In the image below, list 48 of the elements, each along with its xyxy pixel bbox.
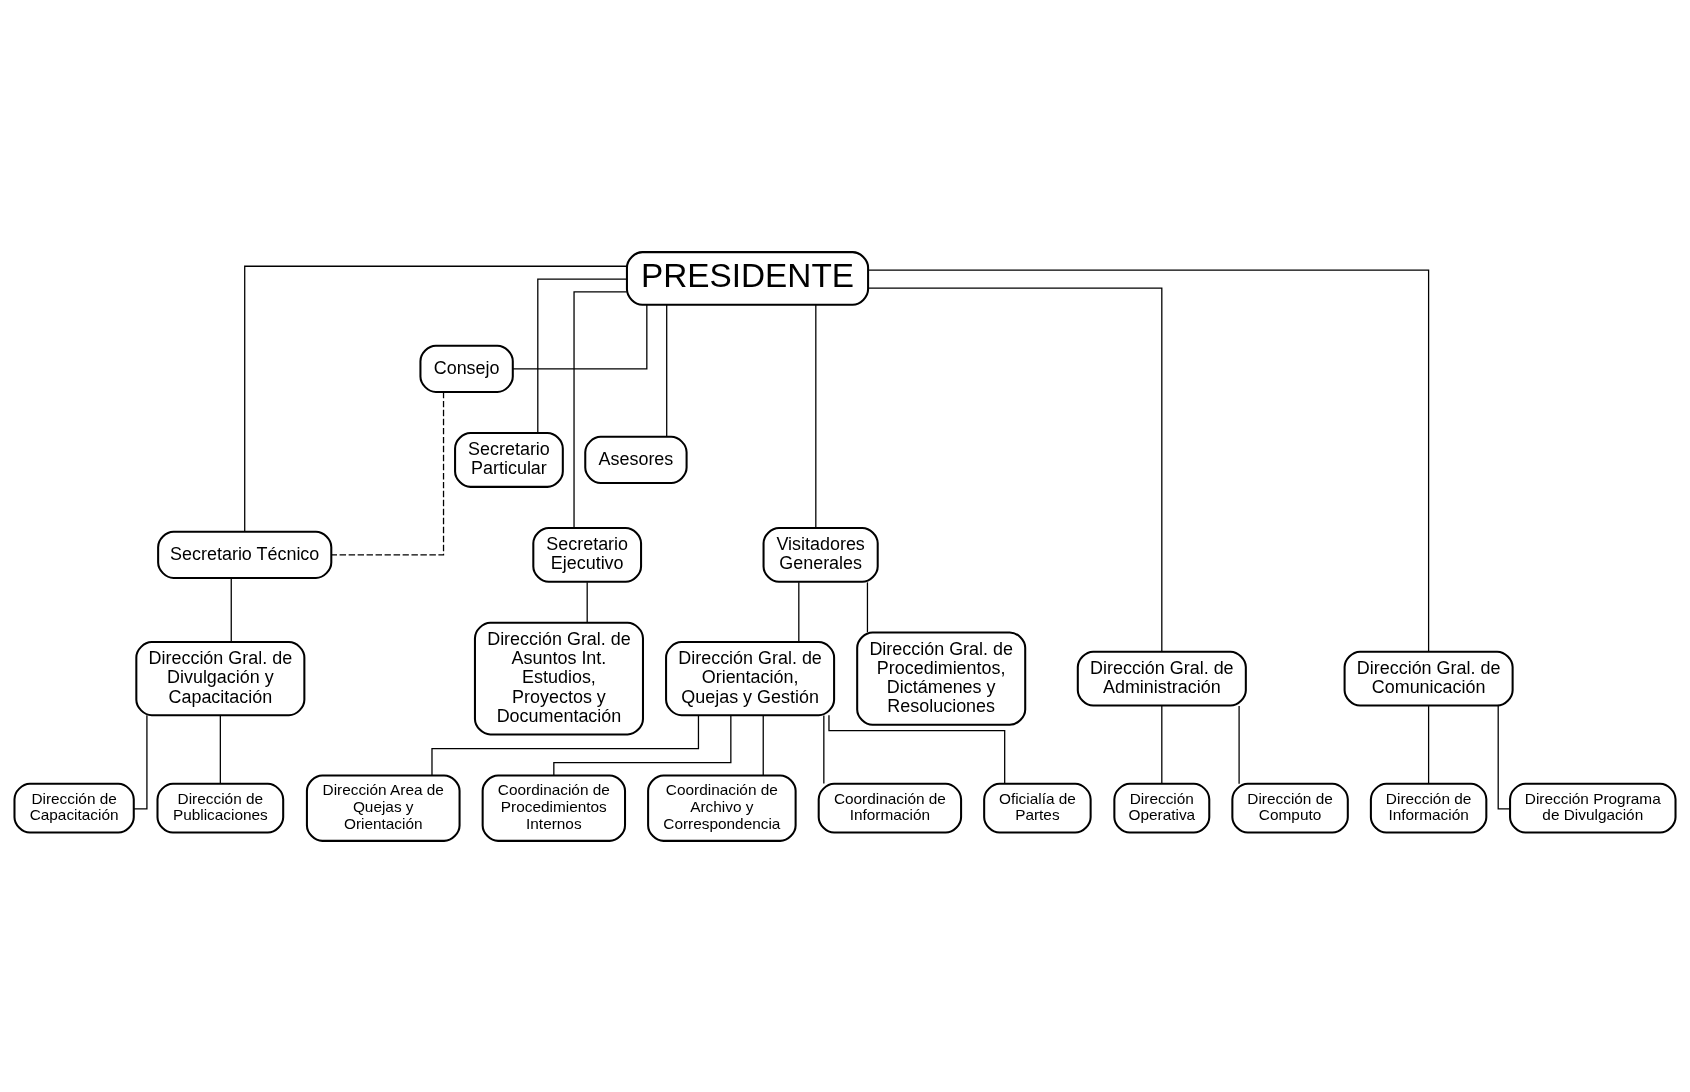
connector [512,303,648,369]
node-box: Secretario Ejecutivo [532,526,643,583]
node-box: Dirección de Publicaciones [156,782,285,834]
connector [1497,704,1511,809]
connector [828,714,1006,784]
connector [1427,704,1430,784]
node-box: Dirección de Información [1369,782,1488,834]
connector [762,714,764,776]
connector [219,714,221,784]
connector [798,581,800,642]
connector [330,390,445,555]
node-box: Dirección Gral. de Administración [1076,650,1247,707]
connector [1238,704,1240,784]
connector [815,303,817,528]
node-box: Oficialía de Partes [983,782,1092,834]
connector [867,286,1163,652]
connector [867,268,1430,652]
node-box: Asesores [584,435,688,484]
node-box: Dirección Gral. de Orientación, Quejas y Gestión [665,640,836,716]
connector [866,581,869,633]
connector [230,577,232,642]
node-box: Dirección Gral. de Divulgación y Capacitación [135,640,306,716]
node-box: Consejo [419,344,514,393]
node-box: Dirección Gral. de Comunicación [1343,650,1514,707]
node-box: Dirección Gral. de Asuntos Int. Estudios, Proyectos y Documentación [473,621,644,735]
connector [553,714,732,776]
node-box: PRESIDENTE [625,250,870,306]
connector [1161,704,1163,784]
node-box: Dirección Operativa [1113,782,1211,834]
node-box: Coordinación de Información [817,782,963,834]
node-box: Visitadores Generales [762,526,879,583]
node-box: Dirección Area de Quejas y Orientación [305,773,461,842]
node-box: Dirección Programa de Divulgación [1509,782,1677,834]
connector [573,290,628,528]
node-box: Dirección de Computo [1231,782,1349,834]
node-box: Dirección de Capacitación [13,782,135,834]
node-box: Secretario Técnico [157,530,333,579]
connector [133,714,148,809]
connector [537,277,628,433]
connector [823,714,825,784]
node-box: Coordinación de Archivo y Correspondencia [647,773,797,842]
connector [586,581,588,623]
node-box: Dirección Gral. de Procedimientos, Dictámenes y Resoluciones [856,630,1027,726]
connector [666,303,668,437]
node-box: Coordinación de Procedimientos Internos [481,773,627,842]
connector [244,265,628,532]
node-box: Secretario Particular [454,431,564,488]
connector [431,714,700,776]
